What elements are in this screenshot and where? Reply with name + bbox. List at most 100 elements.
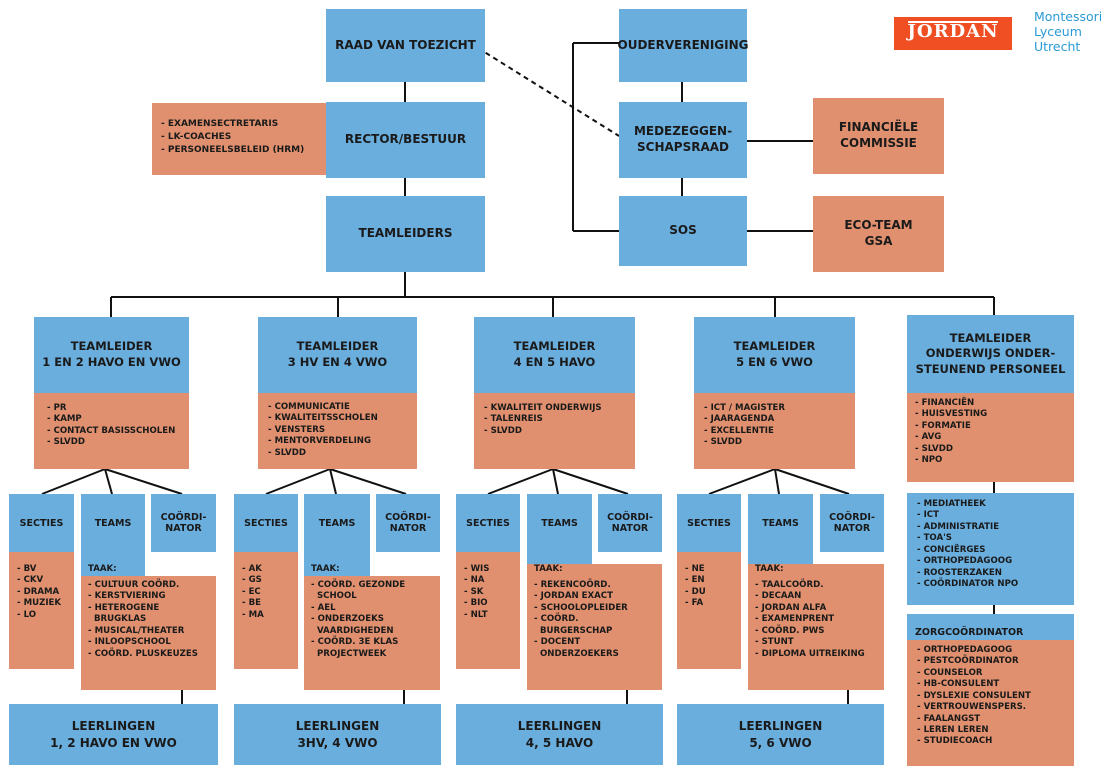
list-item: - PERSONEELSBELEID (HRM) [161,144,305,155]
list-item: - HUISVESTING [915,409,988,420]
list-item: BURGERSCHAP [539,625,613,636]
list-item: - COÖRDINATOR NPO [917,578,1019,589]
list-item: - DECAAN [755,591,802,602]
list-item: - AK [242,564,262,574]
list-item: - KWALITEIT ONDERWIJS [484,403,602,413]
list-item: - VENSTERS [268,424,326,435]
list-item: - GS [242,575,262,586]
list-item: - WIS [464,564,490,574]
list-item: - CKV [17,575,44,586]
list-item: - SLVDD [484,425,522,436]
taak-box: TAAK: - COÖRD. GEZONDE SCHOOL - AEL - ON… [304,564,440,690]
list-item: - DIPLOMA UITREIKING [755,648,865,659]
taak-box: TAAK: - REKENCOÖRD. - JORDAN EXACT - SCH… [527,564,662,690]
list-item: - DU [685,586,706,597]
list-item: BRUGKLAS [93,614,147,625]
list-item: - FINANCIËN [915,398,975,408]
list-item: - FORMATIE [915,420,971,431]
list-item: - FAALANGST [917,713,981,724]
secties-list: - NE - EN - DU - FA [677,552,741,669]
list-item: - FA [685,598,704,609]
teams-box: TEAMS [81,494,145,576]
list-item: - SLVDD [704,437,742,448]
list-item: - STUNT [755,637,794,648]
fin-label-line: COMMISSIE [840,136,917,150]
list-item: - ICT [917,510,939,521]
list-item: - AEL [311,602,336,613]
list-item: - MUZIEK [17,598,62,609]
list-item: - NPO [915,455,943,466]
rector-label: RECTOR/BESTUUR [344,132,467,147]
list-item: SCHOOL [316,591,357,602]
secties-list: - AK - GS - EC - BE - MA [234,552,298,669]
taak-label: TAAK: [88,564,117,574]
mr-label-line: SCHAPSRAAD [637,140,729,154]
teamleiders-box: TEAMLEIDERS [326,196,485,272]
list-item: - SLVDD [268,447,306,458]
fin-label-line: FINANCIËLE [838,120,919,135]
list-item: - SCHOOLOPLEIDER [534,602,628,613]
list-item: - TOA'S [917,533,952,544]
list-item: - VERTROUWENSPERS. [917,702,1027,713]
list-item: - KERSTVIERING [88,591,166,602]
list-item: - COÖRD. GEZONDE [311,580,406,590]
logo-wordmark: JORDAN [907,21,999,42]
list-item: - MENTORVERDELING [268,436,372,447]
secties-box: SECTIES [234,494,298,552]
list-item: - EN [685,575,705,586]
taak-box: TAAK: - CULTUUR COÖRD. - KERSTVIERING - … [81,564,216,690]
list-item: - SLVDD [915,443,953,454]
list-item: - MA [242,609,264,620]
list-item: - DRAMA [17,586,60,597]
logo-bar [908,21,998,23]
teamleider-1-2-tasks: - PR - KAMP - CONTACT BASISSCHOLEN - SLV… [34,393,189,469]
list-item: - DOCENT [534,637,581,648]
list-item: - MEDIATHEEK [917,499,986,509]
zorgcoordinator-header: ZORGCOÖRDINATOR [907,614,1074,640]
secties-box: SECTIES [677,494,741,552]
list-item: - EXAMENPRENT [755,614,835,625]
list-item: - BE [242,598,261,609]
list-item: - JAARAGENDA [704,414,775,425]
teams-box: TEAMS [748,494,813,564]
zorgcoordinator-list: - ORTHOPEDAGOOG - PESTCOÖRDINATOR - COUN… [907,640,1074,766]
list-item: - DYSLEXIE CONSULENT [917,690,1031,701]
logo-line: Lyceum [1034,24,1082,39]
secties-list: - WIS - NA - SK - BIO - NLT [456,552,520,669]
secties-list: - BV - CKV - DRAMA - MUZIEK - LO [9,552,74,669]
list-item: - LEREN LEREN [917,724,989,735]
secties-box: SECTIES [456,494,520,552]
list-item: - CULTUUR COÖRD. [88,580,180,590]
taak-label: TAAK: [755,564,784,574]
ouder-label: OUDERVERENIGING [617,37,749,52]
list-item: VAARDIGHEDEN [316,625,394,636]
logo-line: Montessori [1034,9,1103,24]
list-item: - COÖRD. [534,614,579,625]
list-item: - EXAMENSECTRETARIS [161,119,279,129]
oop-staff-box: - MEDIATHEEK - ICT - ADMINISTRATIE - TOA… [907,493,1074,605]
sos-box: SOS [619,196,747,266]
list-item: - ONDERZOEKS [311,614,384,625]
oudervereniging-box: OUDERVERENIGING [617,9,749,82]
list-item: - MUSICAL/THEATER [88,625,185,636]
staff-box: - EXAMENSECTRETARIS - LK-COACHES - PERSO… [152,103,326,175]
list-item: - HETEROGENE [88,602,160,613]
coordinator-box: COÖRDI-NATOR [151,494,216,552]
list-item: - HB-CONSULENT [917,679,1000,690]
list-item: - SK [464,586,484,597]
list-item: - TALENREIS [484,414,543,425]
coordinator-box: COÖRDI-NATOR [598,494,662,552]
list-item: - NE [685,564,705,574]
list-item: ONDERZOEKERS [539,648,619,659]
list-item: - BV [17,564,37,574]
list-item: - REKENCOÖRD. [534,580,611,590]
list-item: - TAALCOÖRD. [755,580,824,590]
eco-label-line: ECO-TEAM [844,218,913,233]
